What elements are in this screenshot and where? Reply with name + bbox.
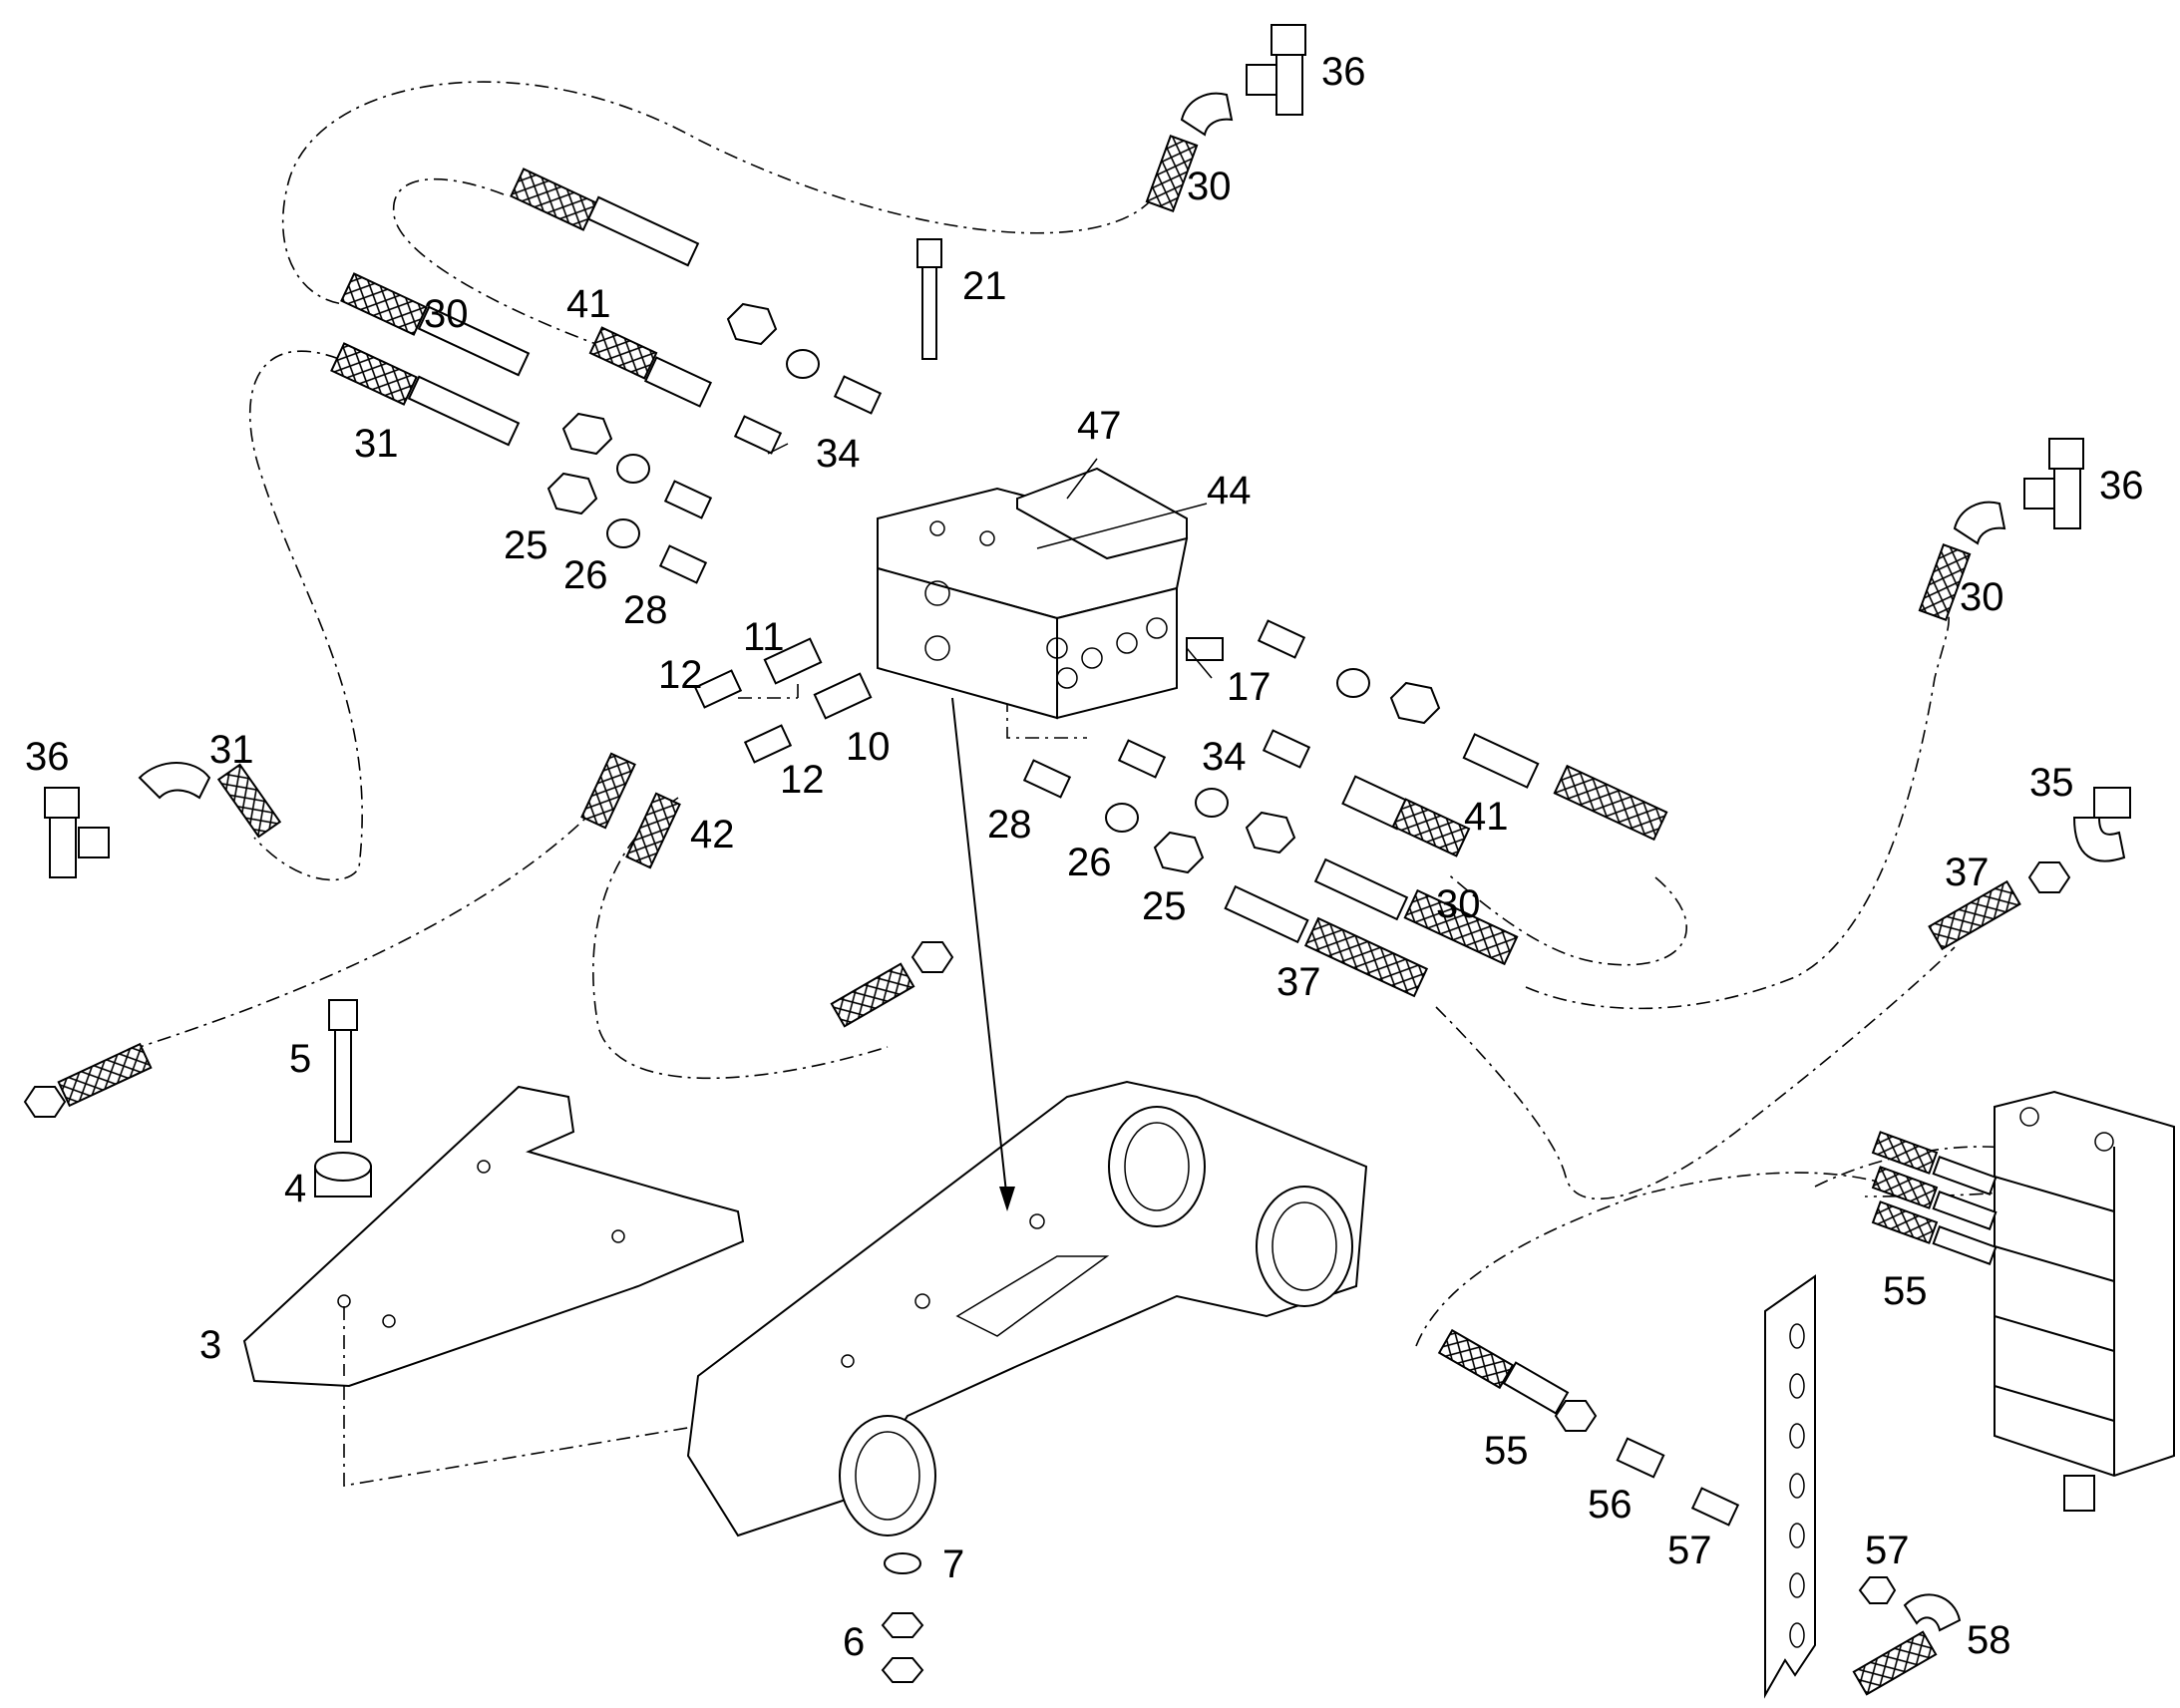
spacer-4	[314, 1152, 372, 1197]
tee-36-right	[2023, 438, 2084, 529]
hose-41-right	[1341, 733, 1668, 857]
callout-17: 17	[1227, 665, 1272, 709]
hose-37-mid	[830, 941, 954, 1028]
hose-30-lower-left	[23, 1042, 153, 1118]
hose-58	[1852, 1593, 1962, 1696]
callout-37: 37	[1276, 960, 1321, 1004]
callout-30: 30	[1187, 165, 1232, 208]
callout-28: 28	[987, 803, 1032, 847]
callout-55: 55	[1484, 1429, 1529, 1473]
elbow-35	[2072, 787, 2131, 862]
hose-30-top-right	[1145, 92, 1234, 212]
callout-34: 34	[1202, 735, 1247, 779]
callout-10: 10	[846, 725, 891, 769]
callout-57: 57	[1667, 1529, 1712, 1572]
callout-30: 30	[1960, 575, 2004, 619]
callout-56: 56	[1588, 1483, 1633, 1527]
hose-31-left-elbow	[138, 762, 282, 839]
callout-37: 37	[1945, 851, 1990, 894]
fittings	[546, 302, 1897, 1604]
callout-55: 55	[1883, 1269, 1928, 1313]
callout-58: 58	[1967, 1618, 2011, 1662]
callout-11: 11	[743, 615, 785, 659]
callout-4: 4	[284, 1167, 306, 1210]
hose-41-upper	[510, 168, 700, 267]
callout-42: 42	[690, 813, 735, 856]
callout-35: 35	[2029, 761, 2074, 805]
callout-30: 30	[1436, 882, 1481, 926]
callout-5: 5	[289, 1037, 311, 1081]
washer-7	[884, 1552, 921, 1574]
hose-30-right	[1918, 501, 2006, 621]
hose-42	[580, 752, 681, 869]
callout-44: 44	[1207, 469, 1252, 512]
callout-31: 31	[209, 728, 254, 772]
callout-25: 25	[1142, 884, 1187, 928]
callout-labels: 36 30 21 41 30 31 34 47 44 25 26 28 11 1…	[25, 50, 2144, 1664]
hose-55-lower	[1437, 1328, 1598, 1432]
callout-25: 25	[504, 523, 548, 567]
hose-31-left	[330, 342, 521, 447]
callout-36: 36	[2099, 464, 2144, 508]
callout-26: 26	[563, 553, 608, 597]
callout-28: 28	[623, 588, 668, 632]
hose-30-right-lower	[1313, 857, 1519, 966]
mounting-plate-3	[242, 1085, 819, 1487]
callout-30: 30	[424, 292, 469, 336]
valve-bank	[1871, 1090, 2175, 1512]
leader-lines	[767, 443, 1213, 679]
hose-30-left	[340, 272, 531, 377]
tee-36-left	[44, 787, 110, 878]
tee-36-top	[1246, 24, 1306, 116]
callout-41: 41	[1464, 795, 1509, 839]
hose-37-lower	[1224, 884, 1429, 998]
callout-12: 12	[780, 758, 825, 802]
callout-12: 12	[658, 653, 703, 697]
callout-36: 36	[1321, 50, 1366, 94]
distributor-block	[877, 467, 1189, 720]
mounting-strip	[1764, 1274, 1816, 1699]
callout-31: 31	[354, 422, 399, 466]
bolt-21	[916, 238, 942, 360]
hose-37-right	[1928, 861, 2071, 951]
hose-41-mid	[588, 326, 713, 408]
callout-3: 3	[199, 1323, 221, 1367]
nut-6	[881, 1612, 924, 1683]
bolt-5	[328, 999, 358, 1143]
callout-57: 57	[1865, 1529, 1910, 1572]
callout-47: 47	[1077, 404, 1122, 448]
callout-34: 34	[816, 432, 861, 476]
callout-21: 21	[962, 264, 1007, 308]
callout-36: 36	[25, 735, 70, 779]
callout-6: 6	[843, 1620, 865, 1664]
callout-26: 26	[1067, 841, 1112, 884]
callout-7: 7	[942, 1542, 964, 1586]
callout-41: 41	[566, 282, 611, 326]
h-link-arm	[686, 697, 1368, 1537]
